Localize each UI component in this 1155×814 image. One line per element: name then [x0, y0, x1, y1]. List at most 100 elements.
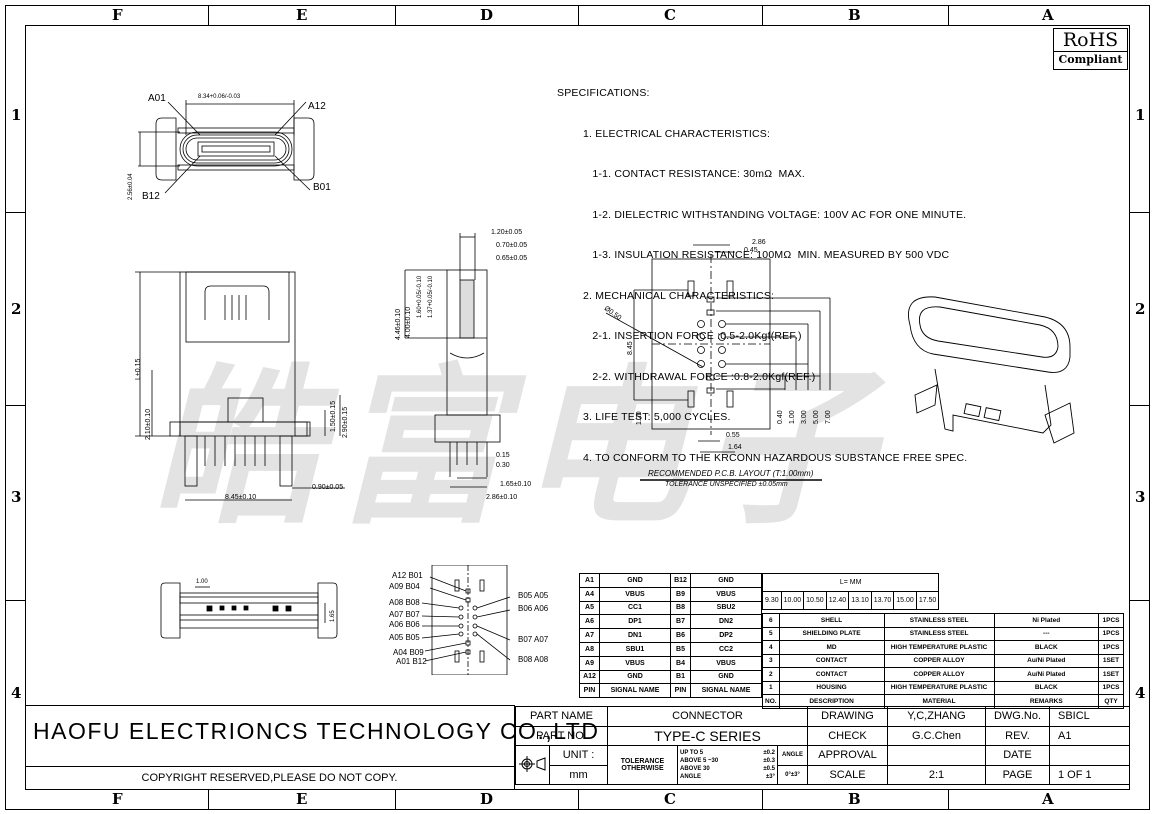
callout-left: A07 B07: [389, 610, 420, 619]
table-cell: SHELL: [778, 613, 885, 628]
table-cell: B8: [670, 600, 691, 616]
zone-col-a: A: [1042, 6, 1054, 24]
pcb-caption: RECOMMENDED P.C.B. LAYOUT (T:1.00mm): [648, 469, 814, 478]
date-label: DATE: [985, 745, 1050, 766]
angle-tolerance: 0°±3°: [777, 764, 808, 785]
dim-length: L±0.15: [135, 358, 142, 380]
projection-symbol-icon: [515, 745, 550, 785]
dim-side-4: 4.46±0.10: [395, 308, 402, 340]
isometric-view-drawing: [908, 296, 1075, 444]
table-cell: HIGH TEMPERATURE PLASTIC: [883, 640, 995, 655]
pcb-dim-300: 3.00: [801, 410, 808, 424]
table-cell: CC1: [599, 600, 671, 616]
zone-row-4-right: 4: [1135, 684, 1146, 702]
table-cell: REMARKS: [993, 694, 1100, 709]
pcb-layout-drawing: [605, 244, 831, 481]
tol-range: UP TO 5: [680, 750, 704, 756]
zone-col-a-bottom: A: [1042, 790, 1054, 808]
table-cell: DN1: [599, 628, 671, 643]
callout-right: B06 A06: [518, 604, 549, 613]
pcb-dim-040: 0.40: [777, 410, 784, 424]
zone-col-d: D: [480, 6, 494, 24]
table-cell: A6: [579, 614, 600, 630]
check-label: CHECK: [807, 725, 888, 746]
part-name: CONNECTOR: [607, 706, 808, 727]
tol-range: ABOVE 5 ~30: [680, 758, 719, 764]
scale-label: SCALE: [807, 764, 888, 785]
part-name-label: PART NAME: [515, 706, 608, 727]
zone-row-1-right: 1: [1135, 106, 1146, 124]
callout-left: A05 B05: [389, 633, 420, 642]
dim-side-10: 1.65±0.10: [500, 481, 532, 488]
tol-value: ±0.2: [763, 750, 775, 756]
table-cell: 1: [762, 680, 780, 695]
spec-line: 1. ELECTRICAL CHARACTERISTICS:: [583, 127, 771, 140]
spec-line: 1-3. INSULATION RESISTANCE: 100MΩ MIN. M…: [583, 249, 950, 261]
zone-row-3: 3: [11, 488, 22, 506]
pin-callout-drawing: [421, 565, 511, 675]
zone-row-3-right: 3: [1135, 488, 1146, 506]
unit: mm: [549, 764, 608, 785]
table-cell: 5: [762, 626, 780, 641]
zone-col-e: E: [296, 6, 308, 24]
drawing-by: Y,C,ZHANG: [887, 706, 986, 727]
table-cell: 1PCS: [1098, 626, 1124, 641]
table-cell: DP1: [599, 614, 671, 630]
dim-top-w1: 8.45±0.10: [225, 494, 257, 501]
drawing-inner-frame: [25, 25, 1130, 790]
table-cell: 9.30: [762, 591, 782, 610]
pcb-dim-055: 0.55: [726, 432, 740, 439]
watermark: 皓富电子: [150, 350, 887, 548]
spec-title: SPECIFICATIONS:: [557, 87, 650, 99]
dim-side-5: 4.00±0.10: [405, 306, 412, 338]
company-name: HAOFU ELECTRIONCS TECHNOLOGY CO.,LTD: [33, 718, 600, 744]
dim-top-w2: 0.90±0.05: [312, 484, 344, 491]
table-cell: B7: [670, 614, 691, 630]
table-cell: PIN: [670, 683, 691, 699]
checked-by: G.C.Chen: [887, 725, 986, 746]
table-cell: HIGH TEMPERATURE PLASTIC: [883, 680, 995, 695]
dim-side-6: 1.60+0.05/-0.10: [417, 275, 423, 318]
zone-col-d-bottom: D: [480, 790, 494, 808]
table-cell: SIGNAL NAME: [599, 683, 671, 699]
pcb-dim-045: 0.45: [744, 247, 758, 254]
drawing-label: DRAWING: [807, 706, 888, 727]
drawing-frame: [5, 5, 1150, 810]
revision: A1: [1049, 725, 1130, 746]
tol-range: ANGLE: [680, 774, 701, 780]
table-cell: Au/Ni Plated: [993, 667, 1100, 682]
table-cell: A7: [579, 628, 600, 643]
table-cell: A4: [579, 586, 600, 602]
dim-side-2: 0.70±0.05: [496, 242, 528, 249]
tolerance-label-2: OTHERWISE: [621, 765, 664, 772]
callout-left: A08 B08: [389, 598, 420, 607]
table-cell: 12.40: [825, 591, 850, 610]
callout-right: B07 A07: [518, 635, 549, 644]
table-cell: SHIELDING PLATE: [778, 626, 885, 641]
table-cell: BLACK: [993, 680, 1100, 695]
title-block: PART NAME CONNECTOR DRAWING Y,C,ZHANG DW…: [515, 706, 1130, 785]
table-cell: 1SET: [1098, 653, 1124, 668]
label-b01: B01: [313, 182, 331, 193]
pcb-dim-845: 8.45: [627, 341, 634, 355]
spec-line: 1-1. CONTACT RESISTANCE: 30mΩ MAX.: [583, 168, 805, 180]
table-cell: GND: [690, 573, 762, 588]
pcb-dim-286: 2.86: [752, 239, 766, 246]
approved-by: [887, 745, 986, 766]
table-cell: VBUS: [599, 586, 671, 602]
tol-value: ±0.3: [763, 758, 775, 764]
zone-col-c: C: [664, 6, 676, 24]
front-view-drawing: [138, 100, 315, 194]
spec-line: 2. MECHANICAL CHARACTERISTICS:: [583, 289, 775, 302]
table-cell: 2: [762, 667, 780, 682]
callout-left: A12 B01: [392, 571, 423, 580]
